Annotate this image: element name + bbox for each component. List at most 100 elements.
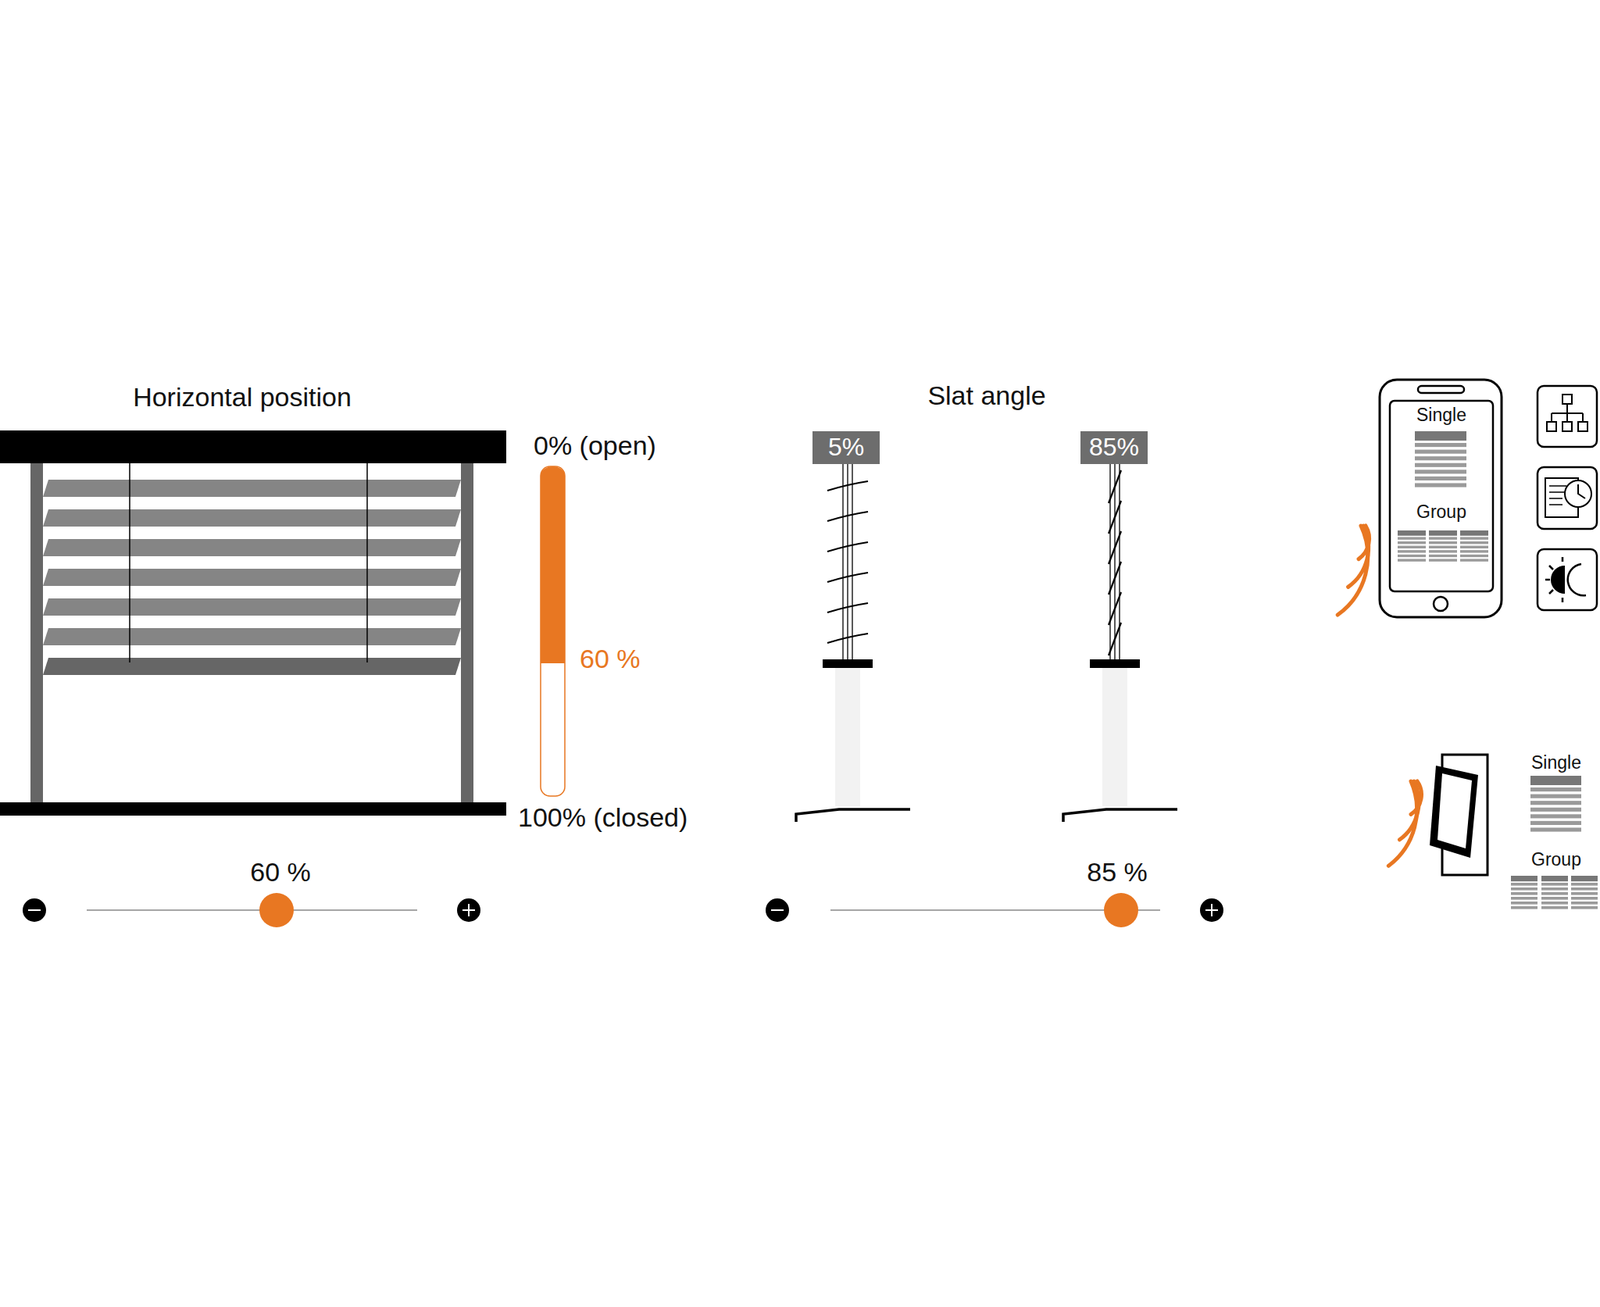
sill — [1063, 809, 1178, 822]
timer-icon — [1537, 467, 1597, 529]
slider — [765, 892, 1224, 928]
blind-slat — [1510, 887, 1538, 891]
minus-sign — [771, 909, 784, 911]
blind-slat — [1414, 463, 1467, 468]
blind-head — [1397, 530, 1426, 536]
clock-hands — [1578, 484, 1586, 499]
position-bar — [540, 466, 565, 797]
sill — [796, 809, 911, 822]
ladder-rod — [851, 464, 853, 664]
blind-slat — [1510, 901, 1538, 905]
slat-side-view — [796, 464, 911, 822]
slider-track — [86, 909, 418, 911]
home-button — [1433, 596, 1448, 611]
plus-button — [1200, 898, 1224, 922]
blind-slat — [1541, 892, 1568, 896]
bar-fill — [540, 466, 565, 664]
scale-label: 0% (open) — [533, 431, 657, 461]
slat-profile — [1108, 500, 1122, 534]
blind-slat — [1397, 541, 1426, 544]
value-label: 60 % — [579, 644, 641, 674]
clock — [1564, 480, 1592, 508]
wave — [1364, 781, 1436, 866]
section-heading: Horizontal position — [132, 382, 352, 412]
bottom-bar — [822, 659, 873, 668]
blind-slat — [1571, 901, 1598, 905]
blind-slat — [1541, 896, 1568, 900]
blind-slat — [1541, 887, 1568, 891]
blind-slat — [1541, 882, 1568, 886]
mode-label: Single — [1531, 753, 1582, 773]
calendar-lines — [1549, 485, 1567, 505]
wave — [1311, 525, 1387, 615]
blind-slat — [1428, 554, 1458, 558]
ladder-rod — [846, 464, 848, 664]
mode-label: Single — [1389, 405, 1493, 425]
mode-label: Group — [1531, 850, 1582, 870]
blind-slat — [1414, 442, 1467, 447]
blind-slat — [1530, 794, 1582, 799]
blind-front — [0, 430, 507, 816]
blind-slat — [1460, 541, 1489, 544]
minus-button — [765, 898, 790, 922]
tree-lines — [1551, 403, 1583, 422]
tree-box — [1546, 421, 1557, 432]
blind-slat — [1530, 800, 1582, 805]
phone — [1379, 379, 1502, 618]
blind-slat — [1510, 882, 1538, 886]
blind-slat — [1414, 450, 1467, 454]
slat-side-views — [796, 464, 1178, 822]
plus-button — [457, 898, 481, 922]
slat-profile — [827, 542, 868, 552]
slat — [42, 479, 461, 497]
ladder-cord — [366, 463, 368, 663]
phone-screen — [1389, 400, 1493, 592]
blind-slat — [1460, 554, 1489, 558]
floor-rail — [0, 802, 507, 816]
blind-slat — [1571, 906, 1598, 910]
blind-slat — [1460, 546, 1489, 549]
slat-profile — [827, 511, 868, 522]
tree-box — [1578, 421, 1588, 432]
phone-speaker — [1417, 385, 1465, 393]
blind-head — [1414, 431, 1467, 441]
slider-value: 85 % — [1086, 857, 1148, 887]
day-night-icon — [1537, 549, 1597, 611]
slat — [42, 657, 461, 675]
blind-slat — [1510, 906, 1538, 910]
blind-icons — [1510, 775, 1598, 910]
blind-slat — [1460, 536, 1489, 540]
switch-face — [1437, 773, 1472, 849]
angle-value: 5% — [828, 433, 865, 461]
side-post — [460, 463, 474, 803]
slider-value: 60 % — [250, 857, 311, 887]
section-heading: Slat angle — [927, 381, 1046, 411]
blind-slat — [1571, 896, 1598, 900]
slat — [42, 509, 461, 527]
scale-label: 100% (closed) — [517, 803, 688, 833]
blind-slat — [1397, 550, 1426, 553]
slat-profile — [1108, 622, 1122, 656]
blind-head — [1428, 530, 1458, 536]
slat-profile — [827, 633, 868, 643]
slats — [42, 463, 461, 675]
blind-slat — [1397, 546, 1426, 549]
head-rail — [0, 430, 507, 464]
moon — [1567, 564, 1586, 596]
tree-box — [1562, 421, 1572, 432]
blind-slat — [1414, 482, 1467, 487]
tree-box — [1562, 394, 1572, 404]
blind-slat — [1414, 469, 1467, 474]
switch-rocker — [1429, 765, 1479, 858]
blind-slat — [1530, 814, 1582, 818]
group-icon — [1537, 385, 1597, 447]
angle-badge: 85% — [1080, 431, 1148, 465]
blind-head — [1510, 875, 1538, 882]
minus-button — [22, 898, 47, 922]
blind-slat — [1571, 892, 1598, 896]
phone-screen: SingleGroup — [1389, 400, 1493, 592]
radio-waves — [1311, 525, 1387, 615]
blind-slat — [1397, 558, 1426, 561]
blind-slat — [1510, 896, 1538, 900]
